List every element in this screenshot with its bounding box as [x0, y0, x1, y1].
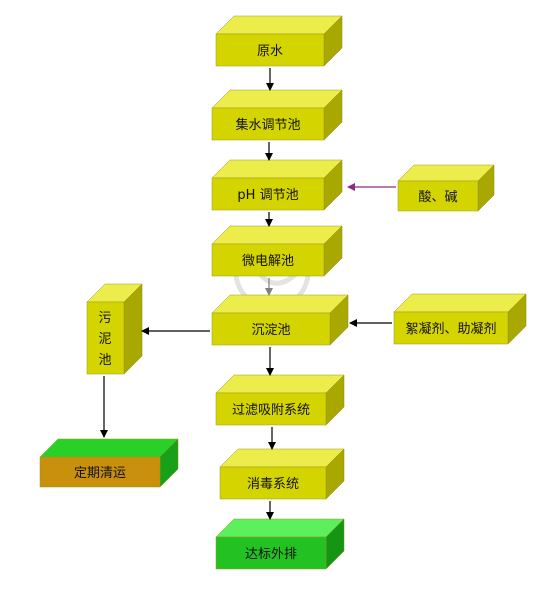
disinfection-system-box-label: 消毒系统: [247, 477, 299, 492]
sedimentation-tank-box-label: 沉淀池: [251, 323, 290, 338]
sludge-tank-char-1: 泥: [98, 332, 111, 347]
raw-water-box-front-face: [215, 33, 325, 67]
micro-electrolysis-box: [211, 225, 343, 277]
sludge-tank-box: [86, 283, 143, 375]
flocculant-box-top-face: [393, 293, 527, 313]
micro-electrolysis-box-front-face: [211, 243, 325, 277]
acid-base-box: [397, 164, 495, 212]
filtration-system-box: [215, 374, 345, 426]
micro-electrolysis-box-top-face: [211, 225, 343, 245]
ph-tank-box-top-face: [211, 159, 343, 179]
sludge-tank-box-front-face: [86, 301, 125, 375]
discharge-box-front-face: [215, 536, 327, 570]
filtration-system-box-front-face: [215, 392, 327, 426]
equalization-tank-box-top-face: [211, 89, 343, 109]
filtration-system-box-label: 过滤吸附系统: [232, 403, 310, 418]
periodic-removal-box: [39, 438, 179, 488]
ph-tank-box-front-face: [211, 177, 325, 211]
periodic-removal-box-front-face: [39, 456, 161, 488]
disinfection-system-box-top-face: [219, 448, 345, 468]
ph-tank-box: [211, 159, 343, 211]
acid-base-box-top-face: [397, 164, 495, 182]
disinfection-system-box-front-face: [219, 466, 327, 500]
discharge-box: [215, 518, 345, 570]
acid-base-box-front-face: [397, 180, 479, 212]
sedimentation-tank-box-front-face: [211, 312, 331, 346]
periodic-removal-box-label: 定期清运: [74, 466, 126, 481]
ph-tank-box-label: pH 调节池: [237, 188, 298, 203]
sedimentation-tank-box-top-face: [211, 294, 349, 314]
discharge-box-label: 达标外排: [245, 547, 297, 562]
flocculant-box-front-face: [393, 311, 509, 345]
sludge-tank-char-2: 池: [98, 353, 111, 368]
sedimentation-tank-box: [211, 294, 349, 346]
discharge-box-top-face: [215, 518, 345, 538]
equalization-tank-box: [211, 89, 343, 141]
acid-base-box-label: 酸、碱: [418, 190, 457, 205]
equalization-tank-box-label: 集水调节池: [235, 117, 300, 133]
raw-water-box-top-face: [215, 15, 343, 35]
flocculant-box-label: 絮凝剂、助凝剂: [405, 321, 496, 337]
raw-water-box-label: 原水: [257, 44, 283, 59]
raw-water-box: [215, 15, 343, 67]
flocculant-box: [393, 293, 527, 345]
disinfection-system-box: [219, 448, 345, 500]
equalization-tank-box-front-face: [211, 107, 325, 141]
micro-electrolysis-box-label: 微电解池: [242, 254, 294, 269]
sludge-tank-char-0: 污: [98, 311, 111, 326]
periodic-removal-box-top-face: [39, 438, 179, 458]
filtration-system-box-top-face: [215, 374, 345, 394]
